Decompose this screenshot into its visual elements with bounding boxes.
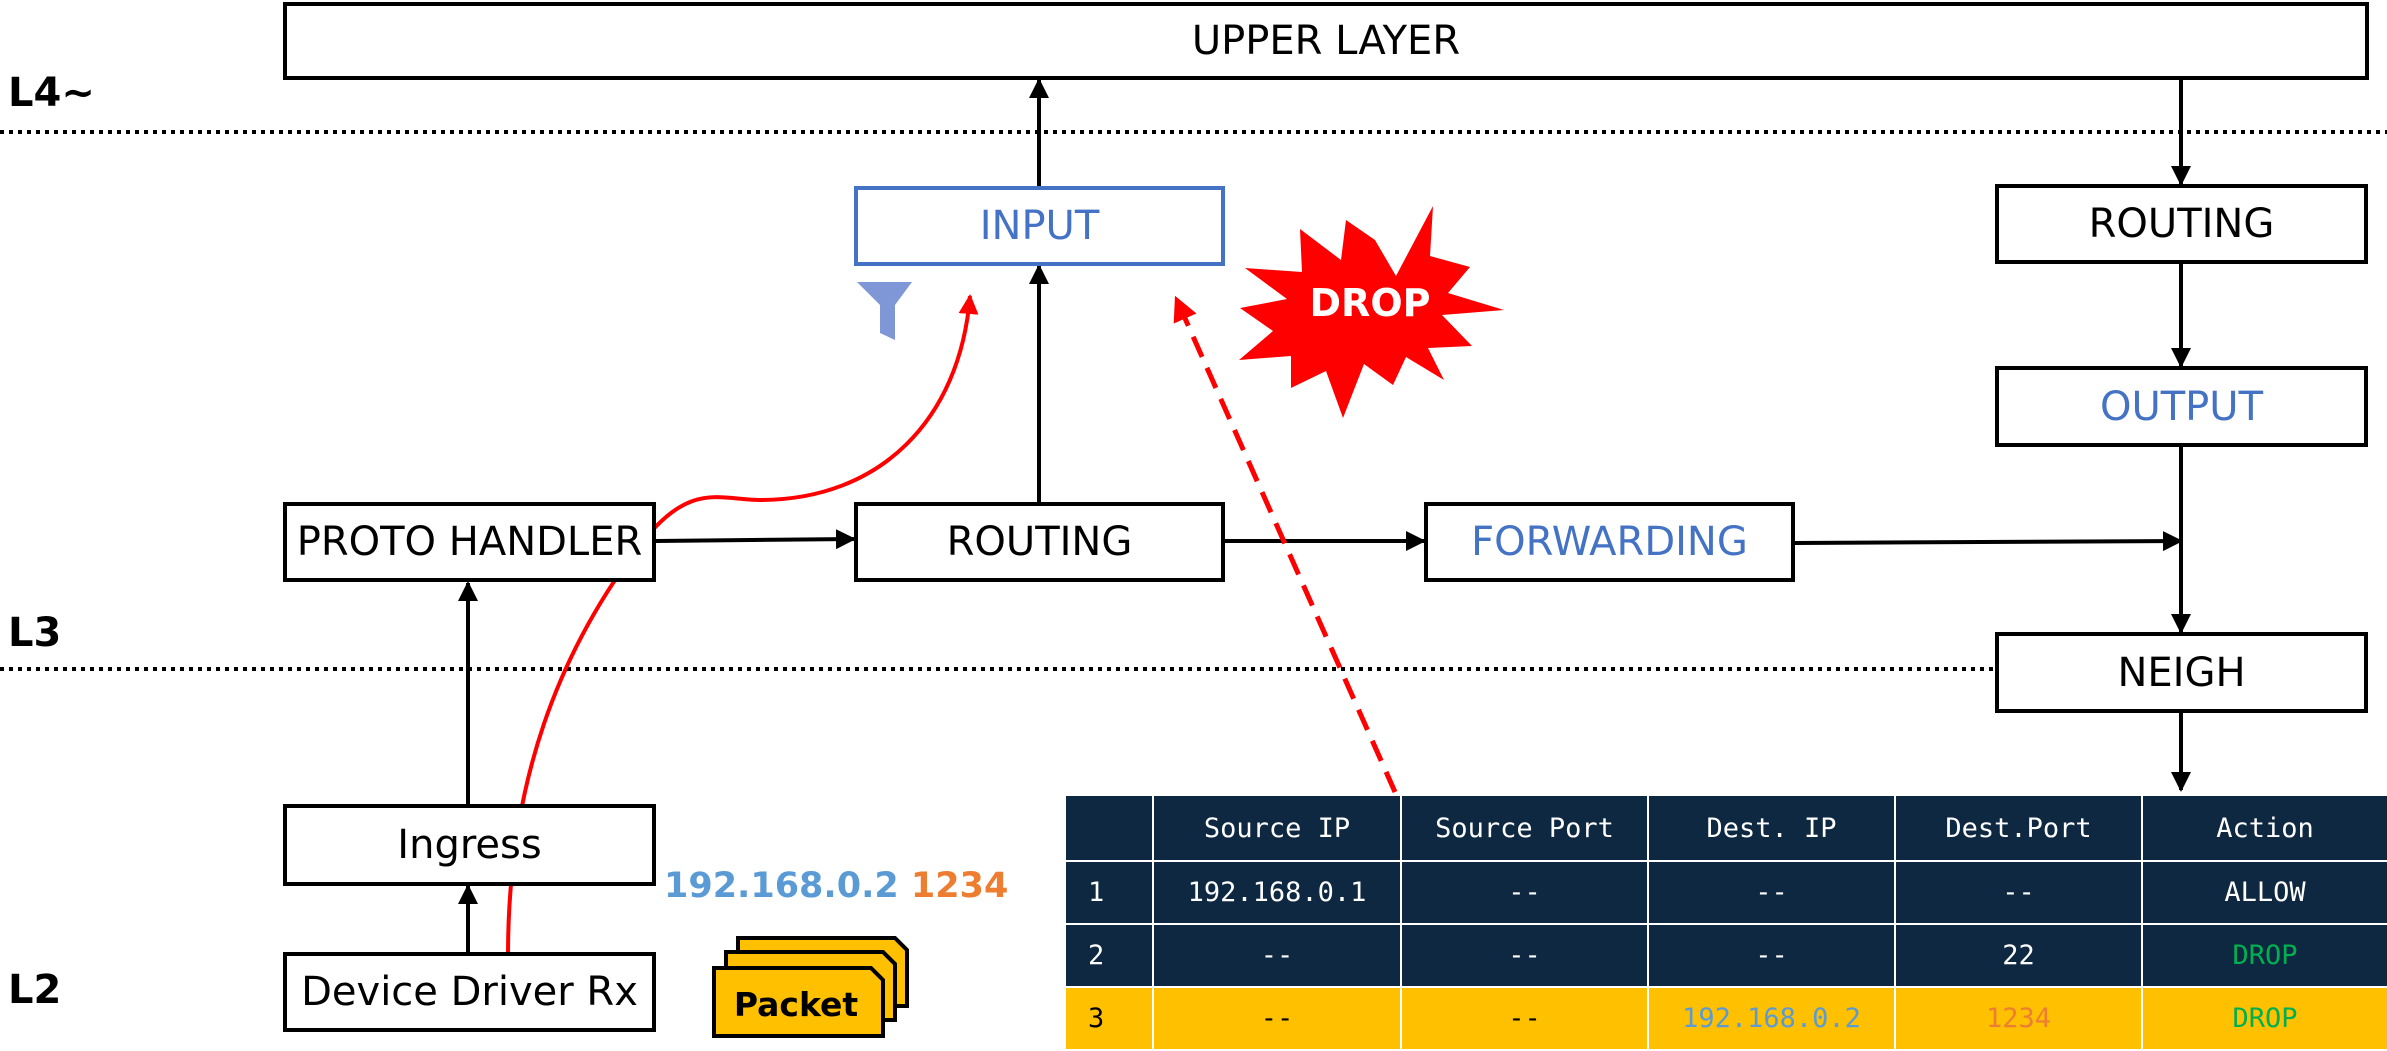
rule-match-pointer	[1173, 295, 1398, 794]
drop-burst-label: DROP	[1309, 281, 1431, 325]
layer-label-l4: L4~	[8, 70, 95, 116]
packet-dest-port: 1234	[910, 866, 1009, 906]
packet-header-info: 192.168.0.2 1234	[664, 866, 1008, 906]
packet-stack-icon	[712, 936, 909, 1038]
rule-action: ALLOW	[2141, 860, 2387, 925]
header-source-port: Source Port	[1400, 794, 1649, 862]
rule-dest-port: 1234	[1894, 986, 2143, 1051]
rule-index: 2	[1064, 923, 1154, 988]
forwarding-chain-box: FORWARDING	[1424, 502, 1795, 582]
rule-source-ip: --	[1152, 986, 1402, 1051]
header-action: Action	[2141, 794, 2387, 862]
header-index	[1064, 794, 1154, 862]
arrow-proto-to-routing	[655, 529, 856, 550]
routing-output-box: ROUTING	[1995, 184, 2368, 264]
rule-dest-ip: --	[1647, 923, 1896, 988]
rule-source-port: --	[1400, 923, 1649, 988]
rule-index: 3	[1064, 986, 1154, 1051]
proto-handler-box: PROTO HANDLER	[283, 502, 656, 582]
layer-label-l3: L3	[8, 610, 62, 656]
upper-layer-box: UPPER LAYER	[283, 2, 2369, 80]
table-row: 1 192.168.0.1 -- -- -- ALLOW	[1064, 860, 2387, 925]
header-dest-port: Dest.Port	[1894, 794, 2143, 862]
rule-dest-ip: 192.168.0.2	[1647, 986, 1896, 1051]
ingress-box: Ingress	[283, 804, 656, 886]
rule-source-ip: 192.168.0.1	[1152, 860, 1402, 925]
packet-label: Packet	[733, 985, 859, 1024]
rule-dest-port: --	[1894, 860, 2143, 925]
header-dest-ip: Dest. IP	[1647, 794, 1896, 862]
rule-index: 1	[1064, 860, 1154, 925]
filter-funnel-icon	[857, 282, 912, 340]
packet-dest-ip: 192.168.0.2	[664, 866, 899, 906]
layer-label-l2: L2	[8, 967, 62, 1013]
device-driver-rx-box: Device Driver Rx	[283, 952, 656, 1032]
packet-path-curve	[506, 294, 979, 956]
drop-burst-shape	[1239, 206, 1504, 418]
header-source-ip: Source IP	[1152, 794, 1402, 862]
table-header-row: Source IP Source Port Dest. IP Dest.Port…	[1064, 794, 2387, 862]
rule-action: DROP	[2141, 923, 2387, 988]
neigh-box: NEIGH	[1995, 632, 2368, 713]
arrow-forwarding-to-output-line	[1794, 531, 2183, 552]
rule-source-port: --	[1400, 860, 1649, 925]
output-chain-box: OUTPUT	[1995, 366, 2368, 447]
table-row-highlighted: 3 -- -- 192.168.0.2 1234 DROP	[1064, 986, 2387, 1051]
rule-source-ip: --	[1152, 923, 1402, 988]
table-row: 2 -- -- -- 22 DROP	[1064, 923, 2387, 988]
rule-dest-ip: --	[1647, 860, 1896, 925]
rule-action: DROP	[2141, 986, 2387, 1051]
rule-dest-port: 22	[1894, 923, 2143, 988]
rule-source-port: --	[1400, 986, 1649, 1051]
input-chain-box: INPUT	[854, 186, 1225, 266]
firewall-rule-table: Source IP Source Port Dest. IP Dest.Port…	[1064, 794, 2387, 1051]
routing-input-box: ROUTING	[854, 502, 1225, 582]
